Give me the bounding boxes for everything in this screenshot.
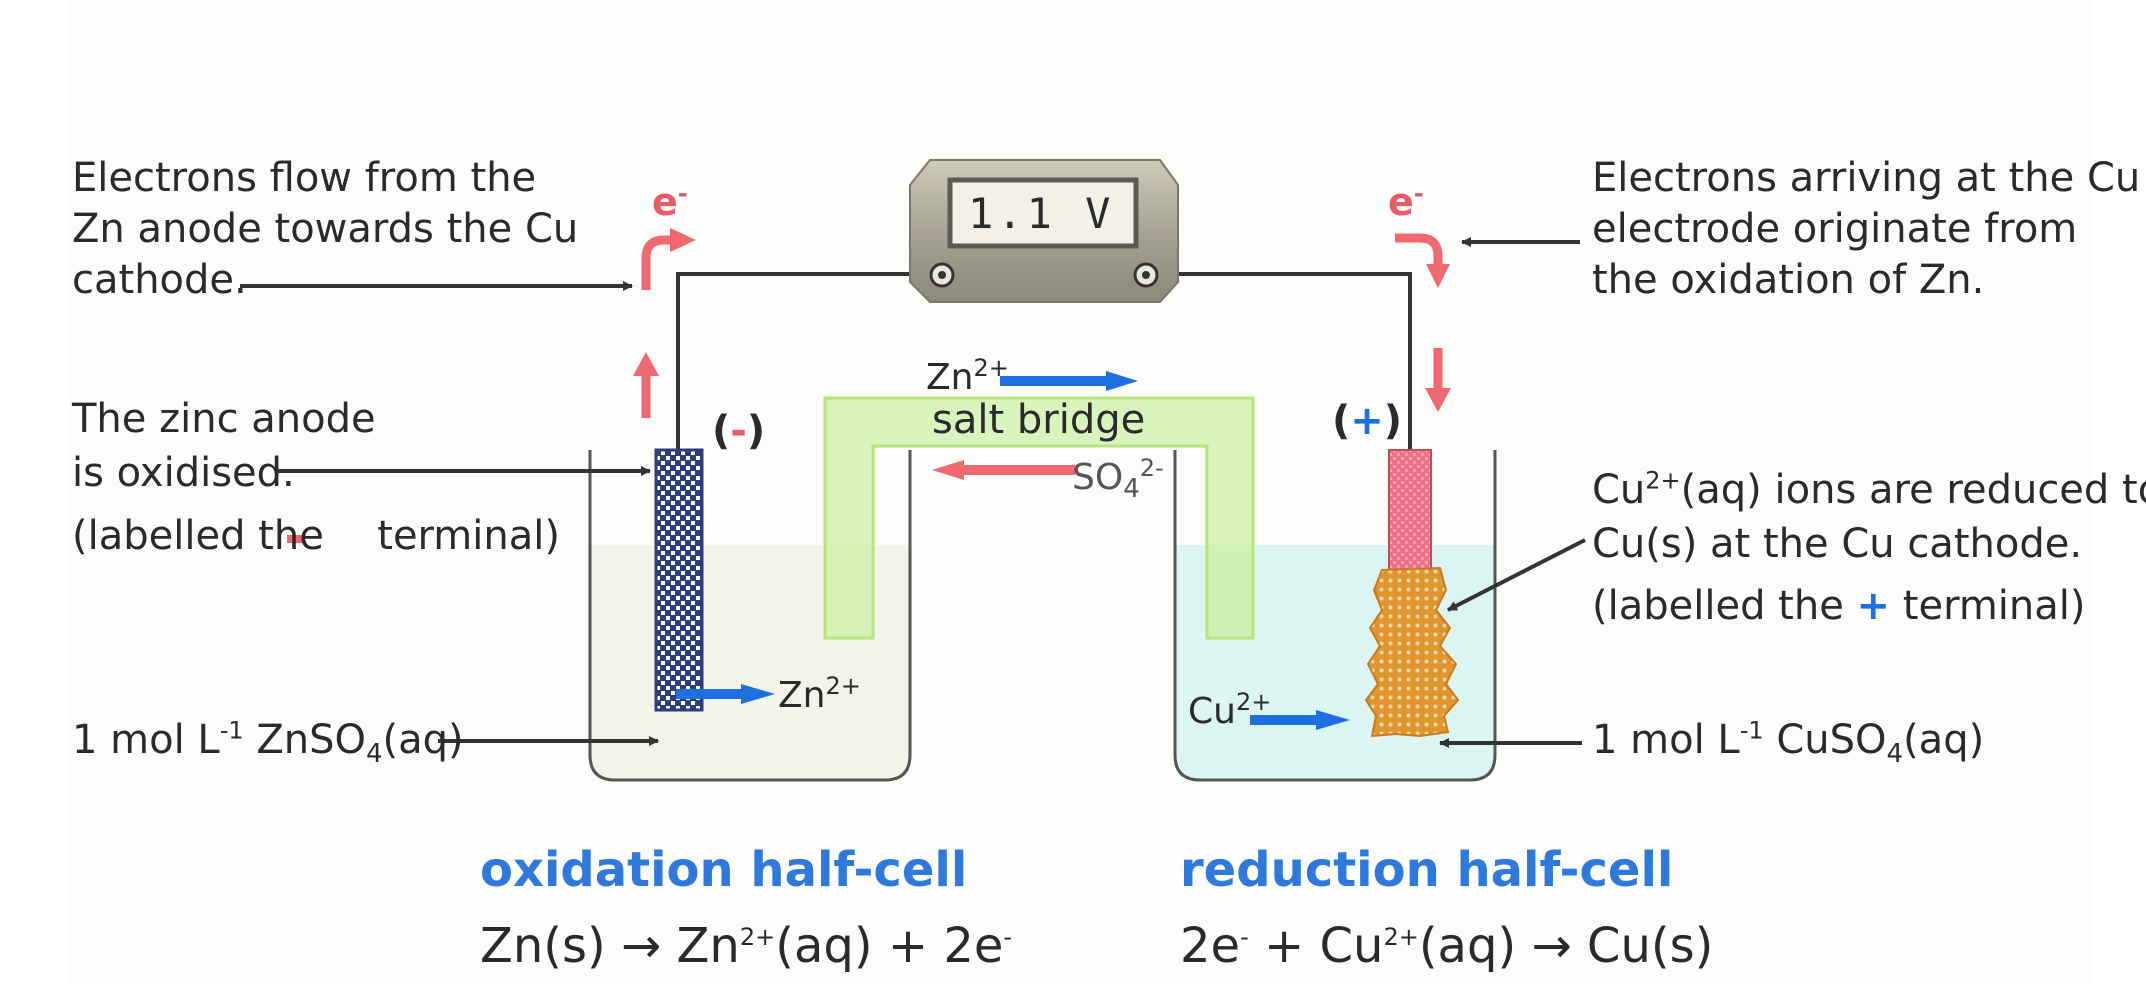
salt-bridge-tube [823, 396, 1255, 640]
reduction-equation: 2e- + Cu2+(aq) → Cu(s) [1180, 918, 1714, 974]
cathode-terminal-label: (+) [1332, 398, 1403, 444]
cu-ion-label: Cu2+ [1188, 688, 1272, 732]
copper-deposit [1364, 566, 1460, 738]
minus-sign-marker [287, 535, 305, 543]
anode-terminal-label: (-) [712, 408, 766, 454]
oxidation-half-cell-title: oxidation half-cell [480, 842, 968, 898]
annotation-cu-solution: 1 mol L-1 CuSO4(aq) [1592, 716, 1985, 769]
oxidation-equation: Zn(s) → Zn2+(aq) + 2e- [480, 918, 1013, 974]
copper-cathode [1388, 449, 1432, 571]
anion-label: SO42- [1072, 454, 1164, 505]
electron-label-right: e- [1388, 179, 1424, 224]
salt-bridge-label: salt bridge [932, 397, 1146, 443]
pointer-cu-reduction [1447, 538, 1586, 612]
ion-flow-arrows [676, 371, 1350, 730]
voltmeter-reading: 1.1 V [968, 189, 1115, 238]
cation-label: Zn2+ [926, 354, 1009, 398]
reduction-half-cell-title: reduction half-cell [1180, 842, 1674, 898]
zn-ion-label: Zn2+ [778, 672, 861, 716]
circuit-wire [676, 272, 1412, 450]
voltmeter [909, 159, 1179, 303]
electron-flow-arrows [633, 228, 1451, 418]
voltmeter-display [947, 177, 1139, 249]
electron-arrow-right-bend [1395, 233, 1443, 268]
electron-arrow-left-bend [641, 235, 676, 290]
annotation-zn-solution: 1 mol L-1 ZnSO4(aq) [72, 716, 464, 769]
pointer-lines [240, 237, 1586, 748]
electron-label-left: e- [652, 179, 688, 224]
zinc-anode [654, 448, 704, 712]
